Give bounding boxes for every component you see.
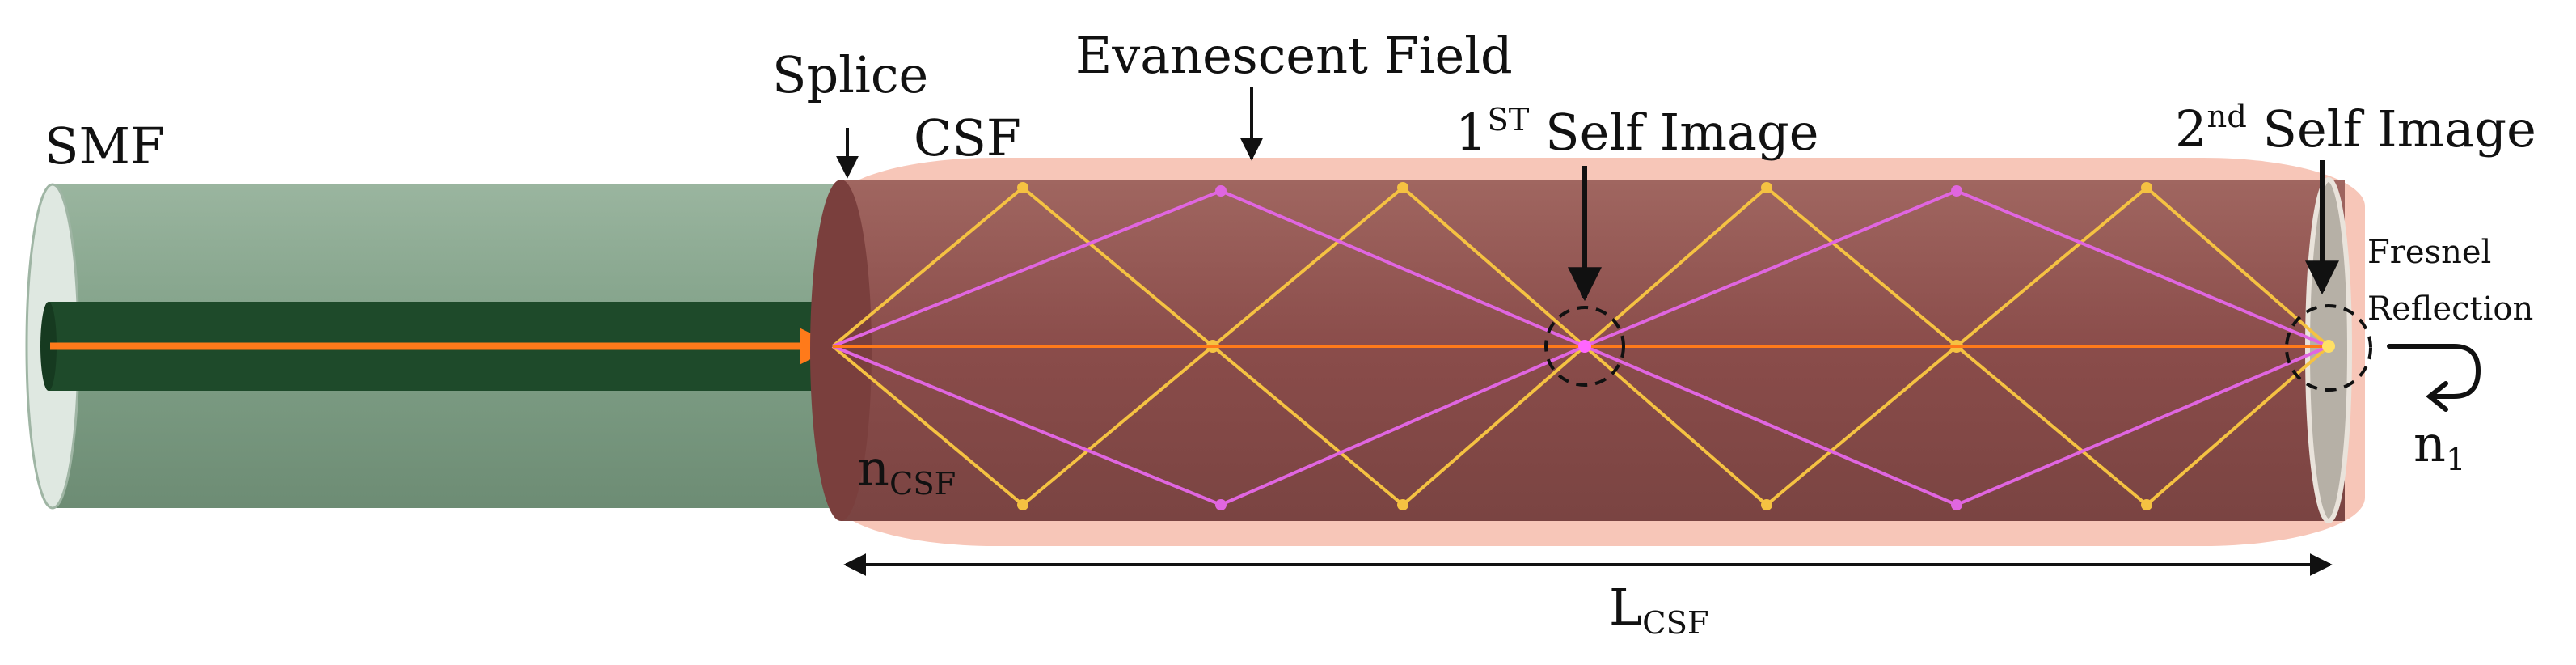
second-self-image-label: 2nd Self Image: [2175, 99, 2536, 159]
pink-ray-points: [1215, 185, 1962, 510]
fresnel-label-line2: Reflection: [2367, 290, 2534, 328]
second-self-image-point: [2322, 340, 2335, 353]
first-self-image-label: 1ST Self Image: [1455, 102, 1819, 162]
lcsf-label: LCSF: [1609, 578, 1709, 642]
second-self-image-marker: [2285, 304, 2372, 392]
evanescent-field-label: Evanescent Field: [1075, 26, 1513, 85]
fresnel-label-line1: Fresnel: [2367, 234, 2492, 271]
csf-fiber: [810, 158, 2372, 546]
splice-label: Splice: [772, 45, 929, 104]
n1-label: n1: [2413, 414, 2466, 478]
smf-fiber: [25, 183, 853, 510]
ncsf-label: nCSF: [857, 438, 956, 502]
csf-label: CSF: [914, 108, 1021, 167]
first-self-image-point: [1578, 340, 1591, 353]
fresnel-return-icon: [2387, 344, 2481, 412]
smf-label: SMF: [44, 116, 165, 176]
first-self-image-marker: [1544, 306, 1625, 387]
smf-core-face: [40, 302, 57, 391]
